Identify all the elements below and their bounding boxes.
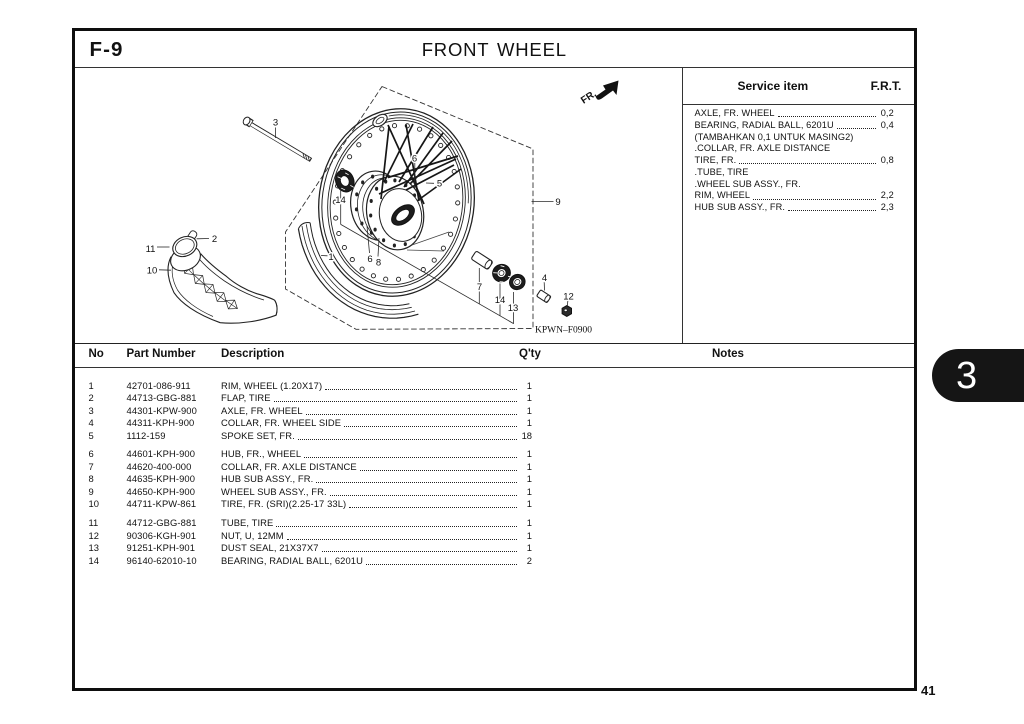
svg-text:FR.: FR. <box>579 88 599 106</box>
svg-text:4: 4 <box>542 273 547 284</box>
svg-text:1: 1 <box>328 252 333 263</box>
svg-text:10: 10 <box>147 266 158 277</box>
svg-text:8: 8 <box>376 258 381 269</box>
svg-text:5: 5 <box>437 179 442 190</box>
svg-text:12: 12 <box>563 292 574 303</box>
svg-text:9: 9 <box>555 197 560 208</box>
svg-text:14: 14 <box>495 295 506 306</box>
svg-text:7: 7 <box>477 282 482 293</box>
svg-text:2: 2 <box>212 234 217 245</box>
svg-text:3: 3 <box>273 118 278 129</box>
svg-text:6: 6 <box>412 154 417 165</box>
svg-text:14: 14 <box>335 195 346 206</box>
svg-text:6: 6 <box>367 254 372 265</box>
svg-text:KPWN–F0900: KPWN–F0900 <box>535 326 592 336</box>
svg-text:11: 11 <box>146 244 156 255</box>
svg-text:13: 13 <box>508 303 519 314</box>
